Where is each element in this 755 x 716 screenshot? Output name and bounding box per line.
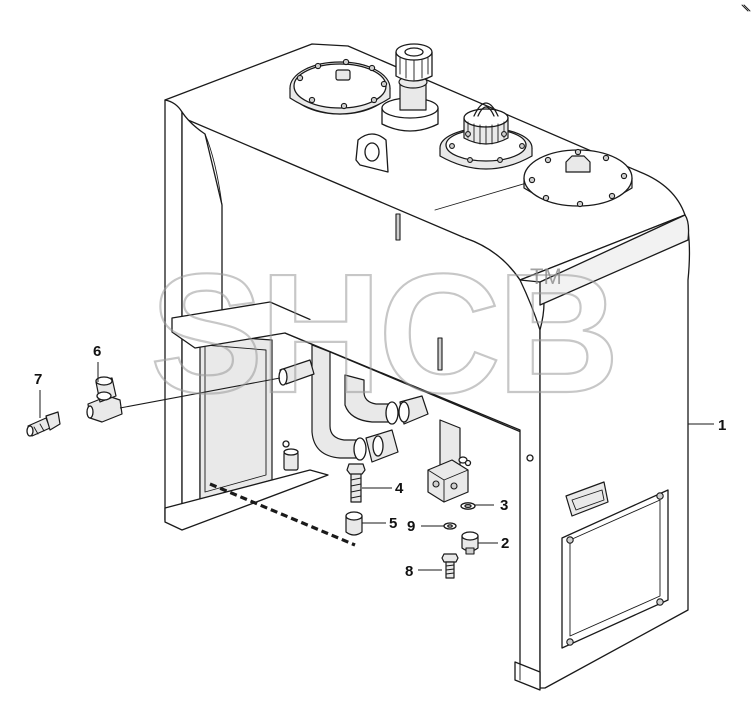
return-manifold: [427, 419, 472, 503]
part-2-plug: [461, 531, 479, 555]
suction-pipes: [278, 344, 429, 463]
watermark: SHCB TM: [149, 238, 621, 430]
callouts: 1 2 3 4 5 6 7 8 9: [34, 343, 726, 580]
filter-head: [439, 102, 533, 170]
slot-mark: [437, 337, 443, 371]
callout-8: 8: [405, 563, 413, 580]
watermark-trademark: TM: [530, 264, 562, 289]
part-8-screw: [441, 553, 459, 579]
part-9-washer: [443, 522, 457, 530]
callout-5: 5: [389, 515, 397, 532]
part-7-fitting: [26, 411, 61, 437]
part-6-elbow: [86, 376, 123, 423]
callout-1: 1: [718, 417, 726, 434]
top-cover-right: [523, 148, 633, 208]
part-5-spacer: [345, 511, 363, 536]
top-cover-left: [289, 58, 391, 115]
callout-9: 9: [407, 518, 415, 535]
slot-mark: [395, 213, 401, 241]
mounting-dash-line: [209, 482, 356, 547]
callout-3: 3: [500, 497, 508, 514]
side-access-panel: [561, 481, 669, 649]
callout-7: 7: [34, 371, 42, 388]
tank-body: [164, 43, 691, 691]
part-4-bolt: [346, 463, 366, 503]
callout-2: 2: [501, 535, 509, 552]
callout-6: 6: [93, 343, 101, 360]
watermark-text: SHCB: [150, 239, 616, 429]
part-3-oring: [460, 502, 476, 510]
corner-mark: [741, 4, 751, 12]
lifting-eye: [355, 133, 389, 173]
filler-breather: [381, 43, 439, 132]
leader-lines: [39, 362, 714, 571]
callout-4: 4: [395, 480, 404, 497]
